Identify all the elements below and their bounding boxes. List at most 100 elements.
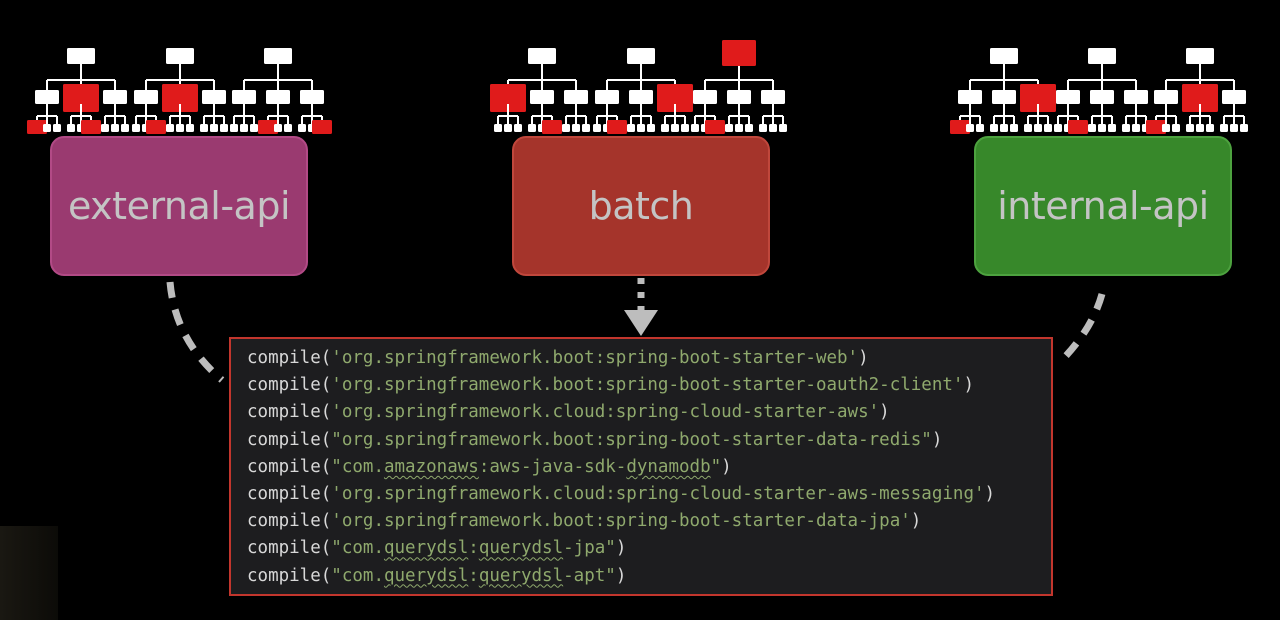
- tree-node: [607, 120, 627, 134]
- tree-node: [958, 90, 982, 104]
- tree-node: [562, 124, 570, 132]
- tree-node: [1108, 124, 1116, 132]
- tree-node: [992, 90, 1016, 104]
- tree-node: [230, 124, 238, 132]
- tree-node: [593, 124, 601, 132]
- tree-node: [1222, 90, 1246, 104]
- tree-node: [53, 124, 61, 132]
- code-end: ): [963, 375, 974, 396]
- code-end: ): [721, 456, 732, 477]
- code-line: compile('org.springframework.boot:spring…: [247, 345, 1051, 372]
- tree-node: [528, 124, 536, 132]
- tree-node: [1230, 124, 1238, 132]
- module-label: batch: [588, 184, 694, 228]
- code-line: compile('org.springframework.cloud:sprin…: [247, 481, 1051, 508]
- tree-node: [186, 124, 194, 132]
- tree-node: [657, 84, 693, 112]
- tree-node: [121, 124, 129, 132]
- tree-node: [769, 124, 777, 132]
- tree-node: [284, 124, 292, 132]
- tree-node: [595, 90, 619, 104]
- module-external-api: external-api: [50, 136, 308, 276]
- code-fn: compile(: [247, 429, 332, 450]
- tree-node: [1186, 124, 1194, 132]
- tree-node: [735, 124, 743, 132]
- tree-node: [725, 124, 733, 132]
- tree-node: [1088, 48, 1116, 64]
- code-fn: compile(: [247, 483, 332, 504]
- tree-node: [1220, 124, 1228, 132]
- tree-node: [727, 90, 751, 104]
- tree-node: [146, 120, 166, 134]
- tree-node: [1124, 90, 1148, 104]
- dependency-trees: [27, 40, 1248, 134]
- tree-node: [582, 124, 590, 132]
- tree-node: [258, 120, 278, 134]
- tree-node: [671, 124, 679, 132]
- code-line: compile('org.springframework.cloud:sprin…: [247, 399, 1051, 426]
- connector-external-api: [166, 281, 225, 383]
- tree-node: [1162, 124, 1170, 132]
- tree-node: [210, 124, 218, 132]
- code-fn: compile(: [247, 456, 332, 477]
- tree-node: [166, 48, 194, 64]
- tree-node: [990, 48, 1018, 64]
- tree-node: [166, 124, 174, 132]
- tree-node: [101, 124, 109, 132]
- tree-node: [681, 124, 689, 132]
- tree-node: [691, 124, 699, 132]
- tree-node: [132, 124, 140, 132]
- tree-node: [490, 84, 526, 112]
- code-arg: "com.amazonaws:aws-java-sdk-dynamodb": [331, 456, 722, 477]
- tree-node: [1172, 124, 1180, 132]
- tree-node: [572, 124, 580, 132]
- tree-node: [722, 40, 756, 66]
- tree-node: [745, 124, 753, 132]
- tree-node: [1146, 120, 1166, 134]
- tree-node: [528, 48, 556, 64]
- tree-node: [63, 84, 99, 112]
- code-end: ): [858, 348, 869, 368]
- code-arg: "org.springframework.boot:spring-boot-st…: [331, 429, 932, 450]
- tree-node: [1000, 124, 1008, 132]
- tree-node: [504, 124, 512, 132]
- code-arg: 'org.springframework.boot:spring-boot-st…: [331, 348, 859, 368]
- tree-node: [627, 124, 635, 132]
- tree-node: [1054, 124, 1062, 132]
- code-arg: "com.querydsl:querydsl-apt": [331, 565, 616, 586]
- code-fn: compile(: [247, 375, 332, 396]
- tree-node: [162, 84, 198, 112]
- tree-node: [990, 124, 998, 132]
- tree-node: [759, 124, 767, 132]
- tree-node: [300, 90, 324, 104]
- tree-node: [111, 124, 119, 132]
- tree-node: [103, 90, 127, 104]
- tree-node: [779, 124, 787, 132]
- tree-node: [661, 124, 669, 132]
- tree-node: [220, 124, 228, 132]
- code-arg: 'org.springframework.boot:spring-boot-st…: [331, 375, 964, 396]
- tree-node: [629, 90, 653, 104]
- code-line: compile("com.querydsl:querydsl-apt"): [247, 563, 1051, 590]
- code-end: ): [615, 538, 627, 559]
- code-line: compile("com.querydsl:querydsl-jpa"): [247, 535, 1051, 562]
- tree-node: [35, 90, 59, 104]
- tree-node: [647, 124, 655, 132]
- tree-node: [761, 90, 785, 104]
- module-label: internal-api: [997, 184, 1209, 228]
- code-end: ): [879, 402, 890, 423]
- tree-node: [494, 124, 502, 132]
- code-line: compile("org.springframework.boot:spring…: [247, 427, 1051, 454]
- tree-node: [134, 90, 158, 104]
- code-fn: compile(: [247, 348, 332, 368]
- tree-node: [27, 120, 47, 134]
- tree-node: [1182, 84, 1218, 112]
- code-end: ): [615, 565, 627, 586]
- tree-node: [176, 124, 184, 132]
- code-arg: 'org.springframework.cloud:spring-cloud-…: [331, 402, 880, 423]
- dependency-code-block: compile('org.springframework.boot:spring…: [229, 337, 1053, 596]
- code-line: compile("com.amazonaws:aws-java-sdk-dyna…: [247, 454, 1051, 481]
- tree-node: [1024, 124, 1032, 132]
- code-arg: "com.querydsl:querydsl-jpa": [331, 538, 616, 559]
